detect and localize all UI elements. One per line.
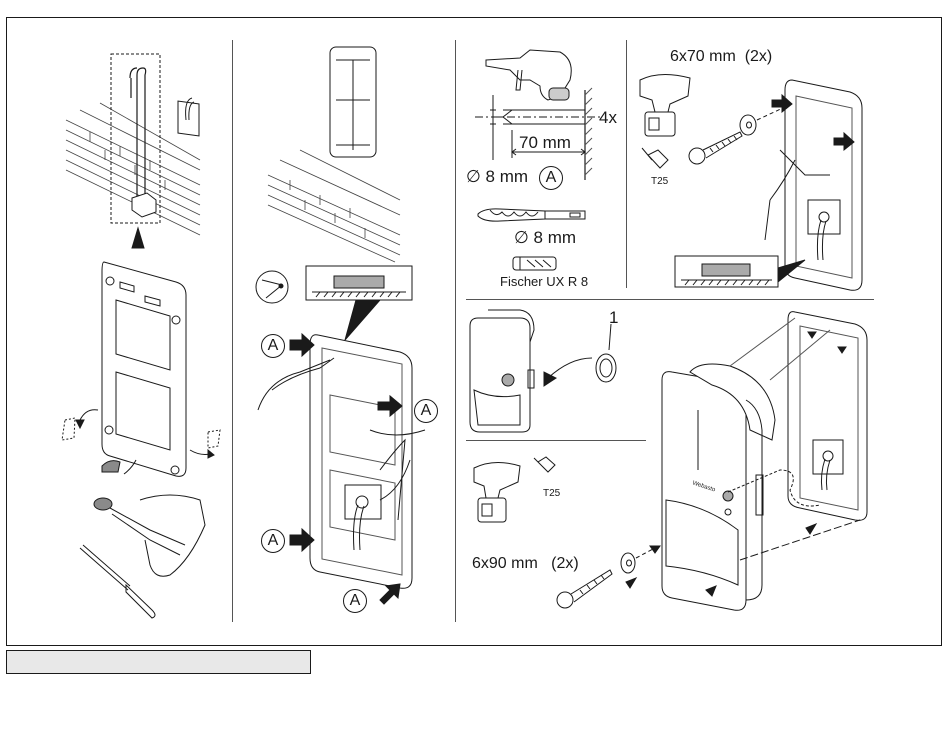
bracket-panel-1 bbox=[102, 262, 186, 476]
bracket-panel-6 bbox=[788, 312, 867, 521]
charger-front bbox=[662, 364, 775, 610]
drill-bit bbox=[478, 209, 585, 221]
dimension-diameter bbox=[490, 95, 496, 160]
up-arrow bbox=[132, 228, 144, 248]
marker-a-4: A bbox=[343, 589, 367, 613]
washer-1 bbox=[740, 115, 756, 135]
cable-gland-seal-1 bbox=[596, 354, 616, 382]
knockout-piece bbox=[102, 461, 120, 472]
drill-count-label: 4x bbox=[599, 108, 617, 128]
washer-2 bbox=[621, 553, 635, 573]
bracket-panel-4 bbox=[785, 80, 862, 290]
bracket-panel-2 bbox=[310, 335, 412, 589]
drill-diameter-label: ∅ 8 mm bbox=[466, 167, 528, 187]
torx-bit-1 bbox=[642, 148, 668, 168]
junction-box bbox=[132, 193, 156, 217]
cordless-drill-1 bbox=[640, 74, 690, 136]
part-number-label: 1 bbox=[609, 308, 618, 328]
bit-diameter-label: ∅ 8 mm bbox=[514, 228, 576, 248]
caption-bar bbox=[6, 650, 311, 674]
wall-plug-label: Fischer UX R 8 bbox=[500, 274, 588, 289]
torx-bit-2 bbox=[534, 457, 555, 472]
wall-plug bbox=[513, 257, 556, 270]
charger-side-view bbox=[470, 310, 534, 432]
screw-bottom-label: 6x90 mm (2x) bbox=[472, 555, 579, 573]
arrow-a-4 bbox=[380, 584, 400, 604]
cordless-drill-2 bbox=[474, 462, 520, 522]
screw-1 bbox=[689, 132, 742, 164]
marker-a-5: A bbox=[539, 166, 563, 190]
screwdriver bbox=[80, 545, 155, 618]
screw-2 bbox=[557, 570, 612, 608]
brick-wall-2 bbox=[268, 150, 400, 262]
screw-top-label: 6x70 mm (2x) bbox=[670, 48, 772, 66]
bracket-outline-small bbox=[330, 47, 376, 157]
curved-arrow bbox=[548, 358, 592, 378]
pliers-hand bbox=[94, 495, 205, 576]
bit-bottom-label: T25 bbox=[543, 488, 560, 499]
brick-wall-1 bbox=[66, 103, 200, 235]
marker-a-2: A bbox=[414, 399, 438, 423]
marker-a-3: A bbox=[261, 529, 285, 553]
drill-depth-label: 70 mm bbox=[519, 133, 571, 153]
cable bbox=[137, 68, 146, 200]
bit-top-label: T25 bbox=[651, 176, 668, 187]
marker-a-1: A bbox=[261, 334, 285, 358]
hammer-drill bbox=[486, 50, 571, 100]
